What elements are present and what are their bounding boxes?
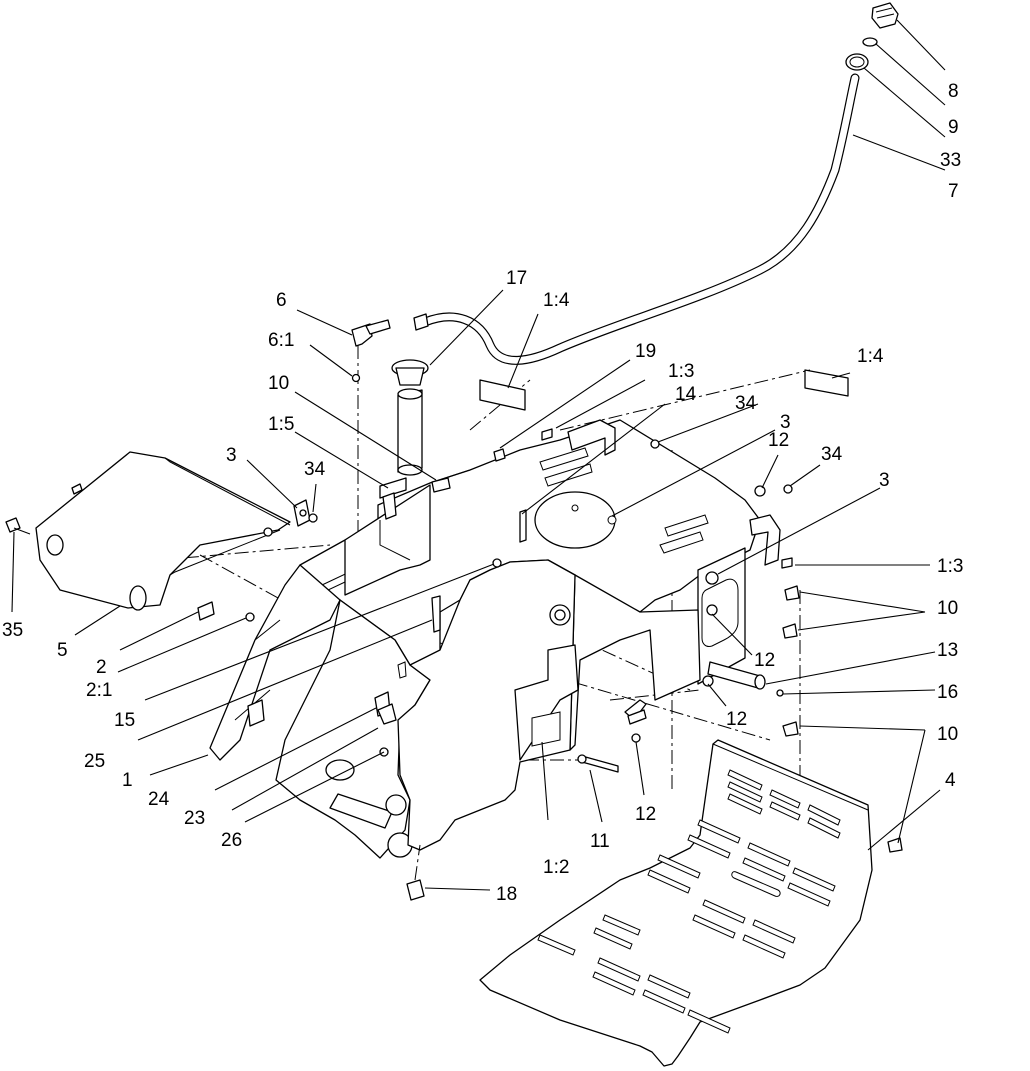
latch <box>624 699 647 743</box>
callout-labels: 8 9 33 7 17 6 6:1 1:4 1:4 10 19 1:3 14 3… <box>2 81 963 905</box>
callout-15: 15 <box>114 710 135 731</box>
callout-17: 17 <box>506 268 527 289</box>
callout-33: 33 <box>940 150 961 171</box>
left-shroud-panel <box>35 451 291 611</box>
callout-10-right: 10 <box>937 598 958 619</box>
callout-6-1: 6:1 <box>268 330 294 351</box>
callout-3-left: 3 <box>226 445 237 466</box>
callout-1-4-left: 1:4 <box>543 290 570 311</box>
callout-1-5: 1:5 <box>268 414 294 435</box>
hose-clamp <box>845 53 869 71</box>
callout-10-bottom: 10 <box>937 724 958 745</box>
foot-plate <box>479 739 873 1067</box>
callout-4: 4 <box>945 770 956 791</box>
small-parts <box>197 428 793 633</box>
callout-1: 1 <box>122 770 133 791</box>
callout-1-4-right: 1:4 <box>857 346 884 367</box>
callout-34-top: 34 <box>735 393 757 414</box>
decal-1-4-left <box>479 379 526 411</box>
callout-7: 7 <box>948 181 959 202</box>
foot-plate-slots <box>537 769 841 1034</box>
bolts-10 <box>431 477 903 853</box>
callout-8: 8 <box>948 81 959 102</box>
callout-34-right: 34 <box>821 444 843 465</box>
callout-3-right: 3 <box>879 470 890 491</box>
callout-12-top: 12 <box>768 430 789 451</box>
callout-23: 23 <box>184 808 205 829</box>
callout-13: 13 <box>937 640 958 661</box>
callout-19: 19 <box>635 341 656 362</box>
callout-12-low: 12 <box>726 709 747 730</box>
fuel-filler-neck <box>391 359 429 476</box>
bolt-35 <box>5 517 31 535</box>
callout-3-center: 3 <box>780 412 791 433</box>
callout-16: 16 <box>937 682 958 703</box>
callout-18: 18 <box>496 884 517 905</box>
callout-26: 26 <box>221 830 242 851</box>
callout-14: 14 <box>675 384 697 405</box>
callout-2-1: 2:1 <box>86 680 112 701</box>
leader-lines <box>11 19 946 891</box>
callout-9: 9 <box>948 117 959 138</box>
fuel-cap <box>871 2 899 29</box>
callout-34-left: 34 <box>304 459 326 480</box>
cap-washer <box>862 37 878 47</box>
main-frame <box>209 419 781 859</box>
callout-6: 6 <box>276 290 287 311</box>
callout-11: 11 <box>590 831 610 852</box>
callout-35: 35 <box>2 620 23 641</box>
callout-1-3-right: 1:3 <box>937 556 963 577</box>
hose-elbow-fitting <box>351 313 429 383</box>
callout-24: 24 <box>148 789 170 810</box>
callout-1-2: 1:2 <box>543 857 569 878</box>
callout-10-top: 10 <box>268 373 289 394</box>
fuel-hose <box>420 73 860 365</box>
callout-12-mid: 12 <box>754 650 775 671</box>
callout-5: 5 <box>57 640 68 661</box>
callout-12-bottom: 12 <box>635 804 656 825</box>
cable-bracket <box>293 499 318 527</box>
nuts-12 <box>650 439 793 497</box>
callout-25: 25 <box>84 751 105 772</box>
callout-1-3-top: 1:3 <box>668 361 694 382</box>
bolt-18 <box>406 844 425 901</box>
pin-11 <box>577 754 619 773</box>
callout-2: 2 <box>96 657 107 678</box>
pin-13 <box>702 661 784 697</box>
decal-1-4-right <box>804 369 849 397</box>
